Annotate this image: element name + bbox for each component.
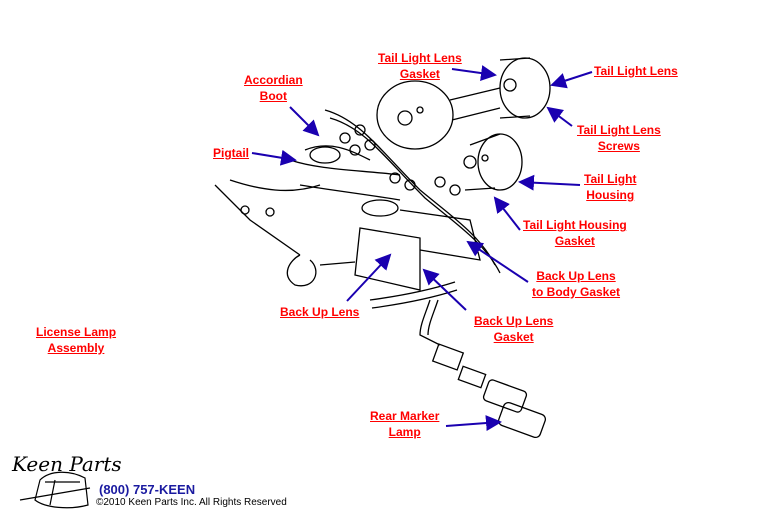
keen-parts-logo-car [19, 471, 91, 509]
back-up-lens-body [354, 199, 481, 309]
leader-arrows [251, 65, 593, 432]
copyright-text: ©2010 Keen Parts Inc. All Rights Reserve… [96, 497, 287, 508]
label-tail-light-lens[interactable]: Tail Light Lens [594, 64, 678, 78]
phone-number: (800) 757-KEEN [99, 482, 196, 497]
lower-tail-light [463, 133, 523, 191]
label-pigtail[interactable]: Pigtail [213, 146, 250, 160]
keen-parts-logo: Keen Parts [12, 452, 122, 476]
upper-tail-light [376, 57, 551, 150]
label-back-up-lens[interactable]: Back Up Lens [280, 305, 360, 319]
wiring-harness [214, 109, 501, 287]
license-lamp-parts [419, 299, 547, 439]
